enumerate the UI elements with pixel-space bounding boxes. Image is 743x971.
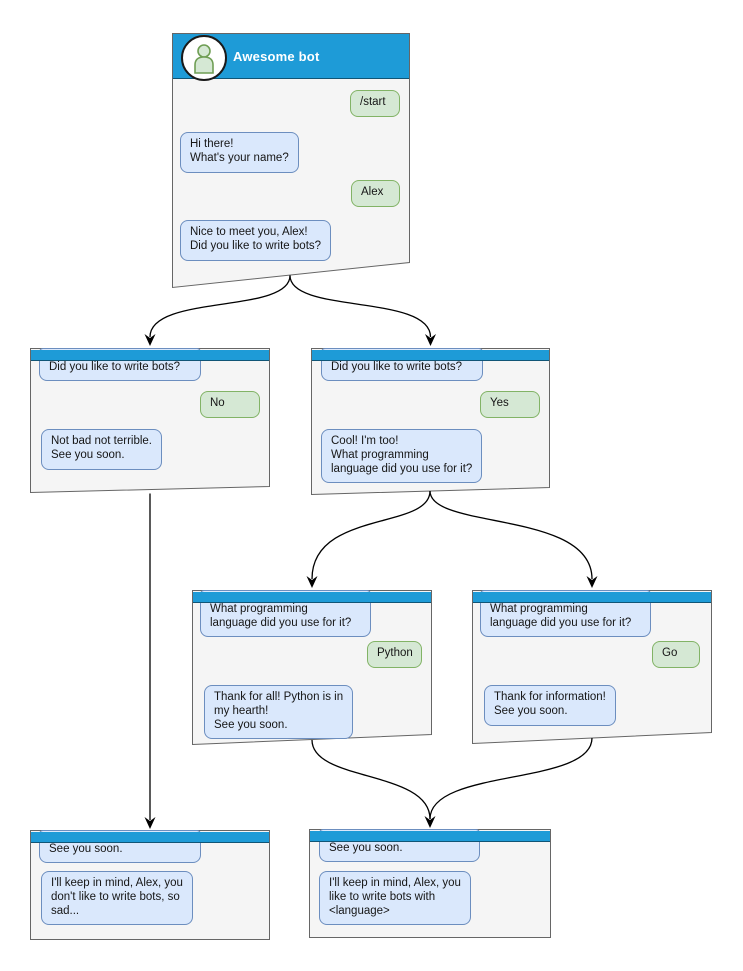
arrow-python-to-end xyxy=(311,739,431,820)
window-titlebar xyxy=(473,592,711,603)
arrow-go-to-end xyxy=(429,737,593,820)
bot-name-title: Awesome bot xyxy=(233,48,320,64)
user-message-bubble: Yes xyxy=(480,391,540,418)
bot-message-bubble: Thank for all! Python is in my hearth! S… xyxy=(204,685,354,740)
avatar xyxy=(181,35,227,81)
bot-message-bubble: I'll keep in mind, Alex, you don't like … xyxy=(41,871,193,926)
bot-message-bubble: Thank for information! See you soon. xyxy=(484,685,616,726)
window-titlebar xyxy=(310,831,550,842)
user-message-bubble: No xyxy=(200,391,260,418)
arrow-yes-to-python xyxy=(311,490,431,580)
chat-window-branch-yes: Did you like to write bots? Yes Cool! I'… xyxy=(311,348,550,495)
chat-window-lang-go: What programming language did you use fo… xyxy=(472,590,712,744)
user-message-bubble: Python xyxy=(367,641,422,668)
chat-window-branch-no: Did you like to write bots? No Not bad n… xyxy=(30,348,270,493)
user-message-bubble: Alex xyxy=(351,180,400,207)
bot-message-bubble: Did you like to write bots? xyxy=(321,348,483,381)
chat-window-main: Awesome bot /start Hi there! What's your… xyxy=(172,33,410,289)
arrow-yes-to-go xyxy=(429,490,593,580)
user-message-bubble: Go xyxy=(652,641,700,668)
window-titlebar xyxy=(31,832,269,843)
window-titlebar xyxy=(193,592,431,603)
window-titlebar: Awesome bot xyxy=(173,34,409,81)
bot-message-bubble: Not bad not terrible. See you soon. xyxy=(41,429,163,470)
bot-message-bubble: Nice to meet you, Alex! Did you like to … xyxy=(180,220,332,261)
person-icon xyxy=(194,44,214,74)
bot-message-bubble: I'll keep in mind, Alex, you like to wri… xyxy=(319,871,471,926)
window-titlebar xyxy=(31,350,269,361)
chat-window-end-no: See you soon. I'll keep in mind, Alex, y… xyxy=(30,830,270,940)
user-message-bubble: /start xyxy=(350,90,400,117)
chat-window-lang-python: What programming language did you use fo… xyxy=(192,590,432,745)
chat-window-end-yes: See you soon. I'll keep in mind, Alex, y… xyxy=(309,829,551,938)
window-titlebar xyxy=(312,350,549,361)
bot-message-bubble: Hi there! What's your name? xyxy=(180,132,299,173)
bot-message-bubble: Cool! I'm too! What programming language… xyxy=(321,429,483,484)
